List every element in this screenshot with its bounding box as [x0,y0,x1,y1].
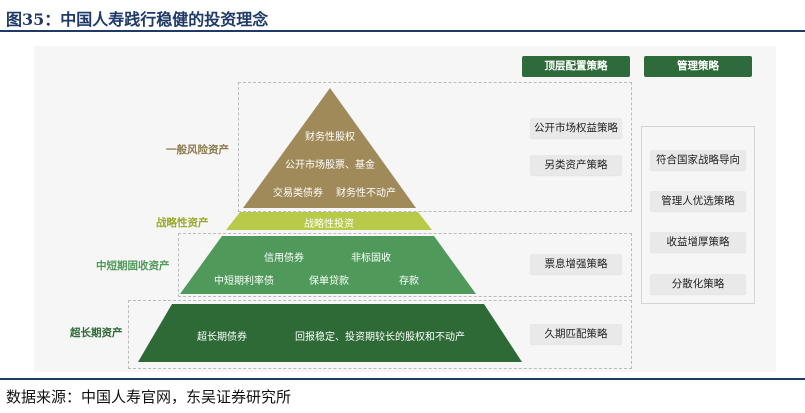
tier-mid-short-fixed [180,236,476,294]
mid-short-line-2: 非标固收 [351,253,391,264]
title-rule [0,30,805,32]
strategy-coupon-enhancement: 票息增强策略 [530,254,622,274]
general-risk-line-1: 财务性股权 [305,132,355,143]
figure-title: 图35：中国人寿践行稳健的投资理念 [6,10,269,29]
mid-short-outline [178,233,632,297]
mgmt-national-strategy: 符合国家战略导向 [650,150,746,170]
tier-ultra-long [138,304,522,362]
strategy-alternative-assets: 另类资产策略 [530,155,622,175]
source-rule [0,378,805,380]
ultra-long-line-2: 回报稳定、投资期较长的股权和不动产 [295,332,465,343]
ultra-long-line-1: 超长期债券 [197,332,247,343]
tier-strategic [226,212,432,230]
source-note: 数据来源：中国人寿官网，东吴证券研究所 [6,388,292,406]
general-risk-line-3: 交易类债券 [273,188,323,199]
strategy-duration-matching: 久期匹配策略 [530,324,622,344]
management-header: 管理策略 [644,56,752,77]
mid-short-label: 中短期固收资产 [96,260,170,272]
ultra-long-outline [128,300,632,369]
strategy-public-equity: 公开市场权益策略 [530,118,622,138]
general-risk-outline [238,82,632,212]
general-risk-label: 一般风险资产 [166,144,229,156]
mgmt-manager-selection: 管理人优选策略 [650,191,746,211]
mgmt-yield-enhancement: 收益增厚策略 [650,232,746,252]
general-risk-line-4: 财务性不动产 [336,188,396,199]
ultra-long-label: 超长期资产 [70,327,123,339]
strategic-label: 战略性资产 [156,217,209,229]
mid-short-line-3: 中短期利率债 [214,276,274,287]
tier-general-risk [243,88,416,208]
strategic-line: 战略性投资 [304,219,354,230]
mid-short-line-1: 信用债券 [264,253,304,264]
general-risk-line-2: 公开市场股票、基金 [285,160,375,171]
top-strategy-header: 顶层配置策略 [522,56,630,77]
mid-short-line-5: 存款 [399,276,419,287]
mid-short-line-4: 保单贷款 [309,276,349,287]
mgmt-diversification: 分散化策略 [650,274,746,294]
